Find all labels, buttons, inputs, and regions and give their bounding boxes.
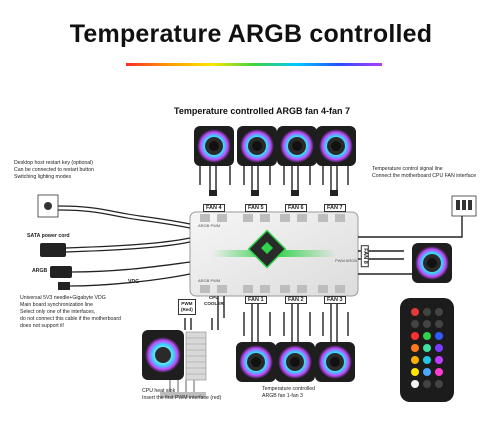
- fan-8: [412, 243, 452, 283]
- sync-note-line-4: do not connect this cable if the motherb…: [20, 316, 121, 322]
- sata-label: SATA power cord: [27, 233, 70, 239]
- vdg-connector: [58, 273, 191, 290]
- sata-connector: [40, 237, 191, 257]
- bottom-group-label: Temperature controlled ARGB fan 1-fan 3: [262, 386, 315, 400]
- cpu-cooler-label: CPU COOLER: [204, 295, 224, 307]
- fan-3: [315, 342, 355, 382]
- hub-bottom-port-labels: ARGB PWM: [198, 278, 221, 283]
- fan-6: [277, 126, 317, 166]
- remote-control: [400, 298, 454, 402]
- restart-note-line-3: Switching lighting modes: [14, 174, 72, 180]
- restart-key-connector: [37, 194, 191, 229]
- restart-note-line-1: Desktop host restart key (optional): [14, 160, 94, 166]
- temp-note-line-2: Connect the motherboard CPU FAN interfac…: [372, 173, 477, 179]
- restart-key-note: Desktop host restart key (optional) Can …: [14, 160, 94, 181]
- bottom-group-line-2: ARGB fan 1-fan 3: [262, 393, 303, 399]
- fan-1: [236, 342, 276, 382]
- port-label-fan4: FAN 4: [203, 204, 225, 212]
- temp-signal-connector: [358, 195, 477, 238]
- page-title: Temperature ARGB controlled: [69, 20, 433, 48]
- heatsink-note: CPU heat sink Insert the first PWM inter…: [142, 388, 221, 402]
- fan-4: [194, 126, 234, 166]
- hub-right-port-labels: PWM ARGB: [335, 258, 358, 263]
- fan-5: [237, 126, 277, 166]
- cpu-heatsink: [142, 318, 219, 398]
- bottom-group-line-1: Temperature controlled: [262, 386, 316, 392]
- cpu-cooler-line-1: CPU: [208, 295, 219, 300]
- hub-top-port-labels: ARGB PWM: [198, 223, 221, 228]
- pwm-red-label: PWM (Red): [178, 299, 196, 315]
- sync-note-line-3: Select only one of the interfaces,: [20, 309, 96, 315]
- heatsink-note-line-2: Insert the first PWM interface (red): [142, 395, 222, 401]
- argb-label: ARGB: [32, 268, 48, 274]
- sync-note-line-2: Main board synchronization line: [20, 302, 93, 308]
- fan-2: [275, 342, 315, 382]
- port-label-fan5: FAN 5: [245, 204, 267, 212]
- port-label-fan3: FAN 3: [324, 296, 346, 304]
- sync-note: Universal 5V3 needle+Gigabyte VDG Main b…: [20, 295, 121, 330]
- port-label-fan6: FAN 6: [285, 204, 307, 212]
- temp-note-line-1: Temperature control signal line: [372, 166, 443, 172]
- port-label-fan2: FAN 2: [285, 296, 307, 304]
- fan-7: [316, 126, 356, 166]
- top-group-label: Temperature controlled ARGB fan 4-fan 7: [174, 106, 351, 116]
- sync-note-line-5: does not support it!: [20, 323, 65, 329]
- port-label-fan7: FAN 7: [324, 204, 346, 212]
- hub-logo: [247, 229, 287, 269]
- vdg-label: VDG: [128, 279, 140, 285]
- port-label-fan1: FAN 1: [245, 296, 267, 304]
- port-label-fan8: FAN 8: [360, 245, 369, 267]
- argb-connector: [50, 261, 191, 278]
- temp-signal-note: Temperature control signal line Connect …: [372, 166, 476, 180]
- pwm-red-line-1: PWM: [181, 301, 193, 306]
- sync-note-line-1: Universal 5V3 needle+Gigabyte VDG: [20, 295, 106, 301]
- cpu-cooler-line-2: COOLER: [204, 301, 224, 306]
- heatsink-note-line-1: CPU heat sink: [142, 388, 176, 394]
- pwm-red-line-2: (Red): [181, 307, 193, 312]
- restart-note-line-2: Can be connected to restart button: [14, 167, 94, 173]
- rainbow-divider: [126, 63, 382, 66]
